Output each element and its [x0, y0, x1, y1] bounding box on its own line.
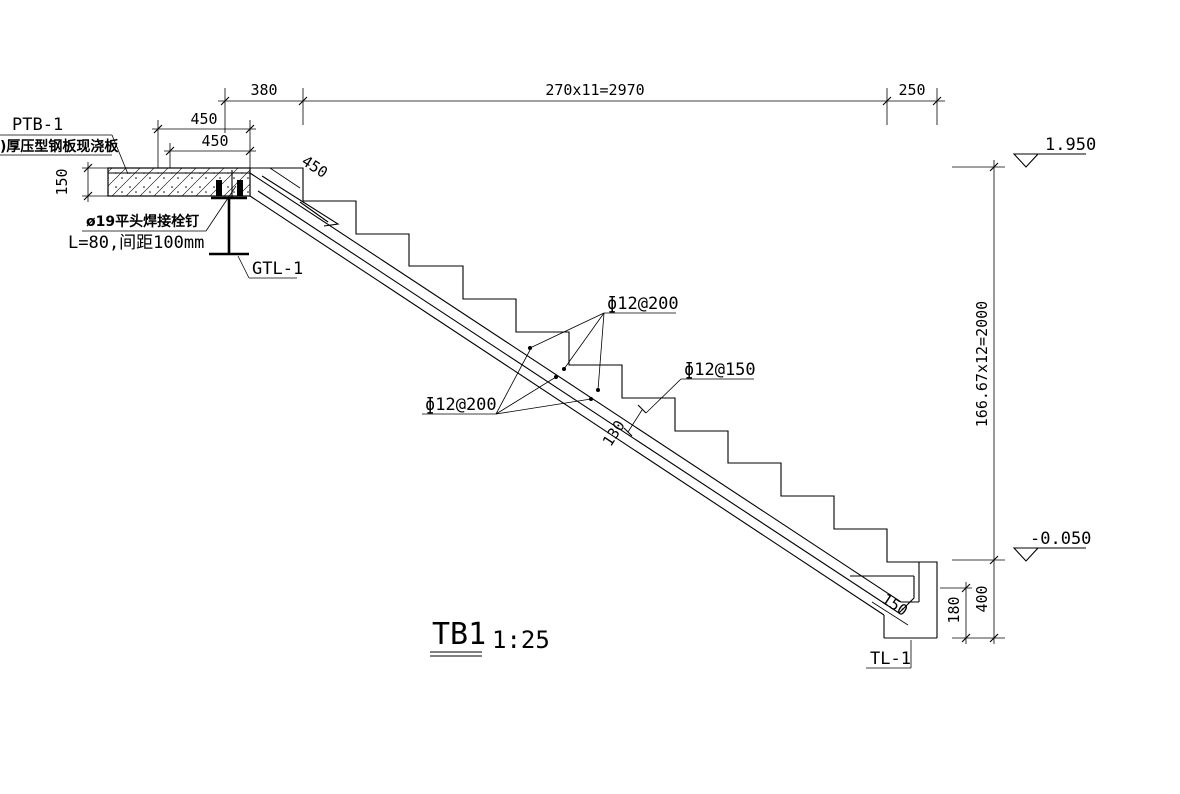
stud-label-1: ø19平头焊接栓钉	[86, 213, 199, 230]
elevation-top-value: 1.950	[1045, 135, 1096, 155]
drawing-title-block: TB1 1:25	[430, 617, 550, 657]
elevation-top: 1.950	[1012, 135, 1096, 168]
dim-130: 130	[599, 417, 629, 450]
diagonal-dimensions: 450 130 150	[269, 152, 911, 626]
rebar-label-left: ɸ12@200	[425, 395, 497, 415]
ptb-label: PTB-1	[12, 115, 63, 135]
dim-150-slab: 150	[53, 168, 71, 195]
dim-450-b: 450	[201, 132, 228, 150]
rebar-label-right: ɸ12@150	[684, 360, 756, 380]
dim-run: 270x11=2970	[545, 81, 644, 99]
right-dimensions: 166.67x12=2000 400 180	[940, 160, 1005, 644]
dim-150-bottom: 150	[878, 590, 911, 620]
landing-dimensions: 450 450 150	[53, 110, 256, 202]
dim-250: 250	[898, 81, 925, 99]
tl1-callout: TL-1	[866, 640, 912, 669]
drawing-title: TB1	[432, 617, 486, 652]
dim-180: 180	[945, 596, 963, 623]
drawing-scale: 1:25	[492, 626, 550, 654]
stair-slab	[249, 172, 937, 639]
top-dimension-chain: 380 270x11=2970 250	[218, 81, 945, 133]
rebar-label-top: ɸ12@200	[607, 294, 679, 314]
steel-beam-gtl1	[209, 170, 249, 256]
elevation-bottom-value: -0.050	[1030, 529, 1091, 549]
landing-slab	[107, 167, 251, 197]
dim-380: 380	[250, 81, 277, 99]
stud-label-2: L=80,间距100mm	[68, 233, 204, 253]
dim-450-a: 450	[190, 110, 217, 128]
dim-height: 166.67x12=2000	[973, 301, 991, 427]
rebar-leaders: ɸ12@200 ɸ12@200 ɸ12@150	[422, 294, 756, 415]
tl-label: TL-1	[870, 649, 911, 669]
gtl-label: GTL-1	[252, 259, 303, 279]
rebar	[257, 175, 915, 614]
left-labels: PTB-1 )厚压型钢板现浇板 ø19平头焊接栓钉 L=80,间距100mm G…	[0, 115, 303, 279]
deck-label: )厚压型钢板现浇板	[0, 138, 119, 155]
stair-steps	[250, 167, 938, 638]
dim-400: 400	[973, 585, 991, 612]
elevation-bottom: -0.050	[1012, 529, 1091, 562]
